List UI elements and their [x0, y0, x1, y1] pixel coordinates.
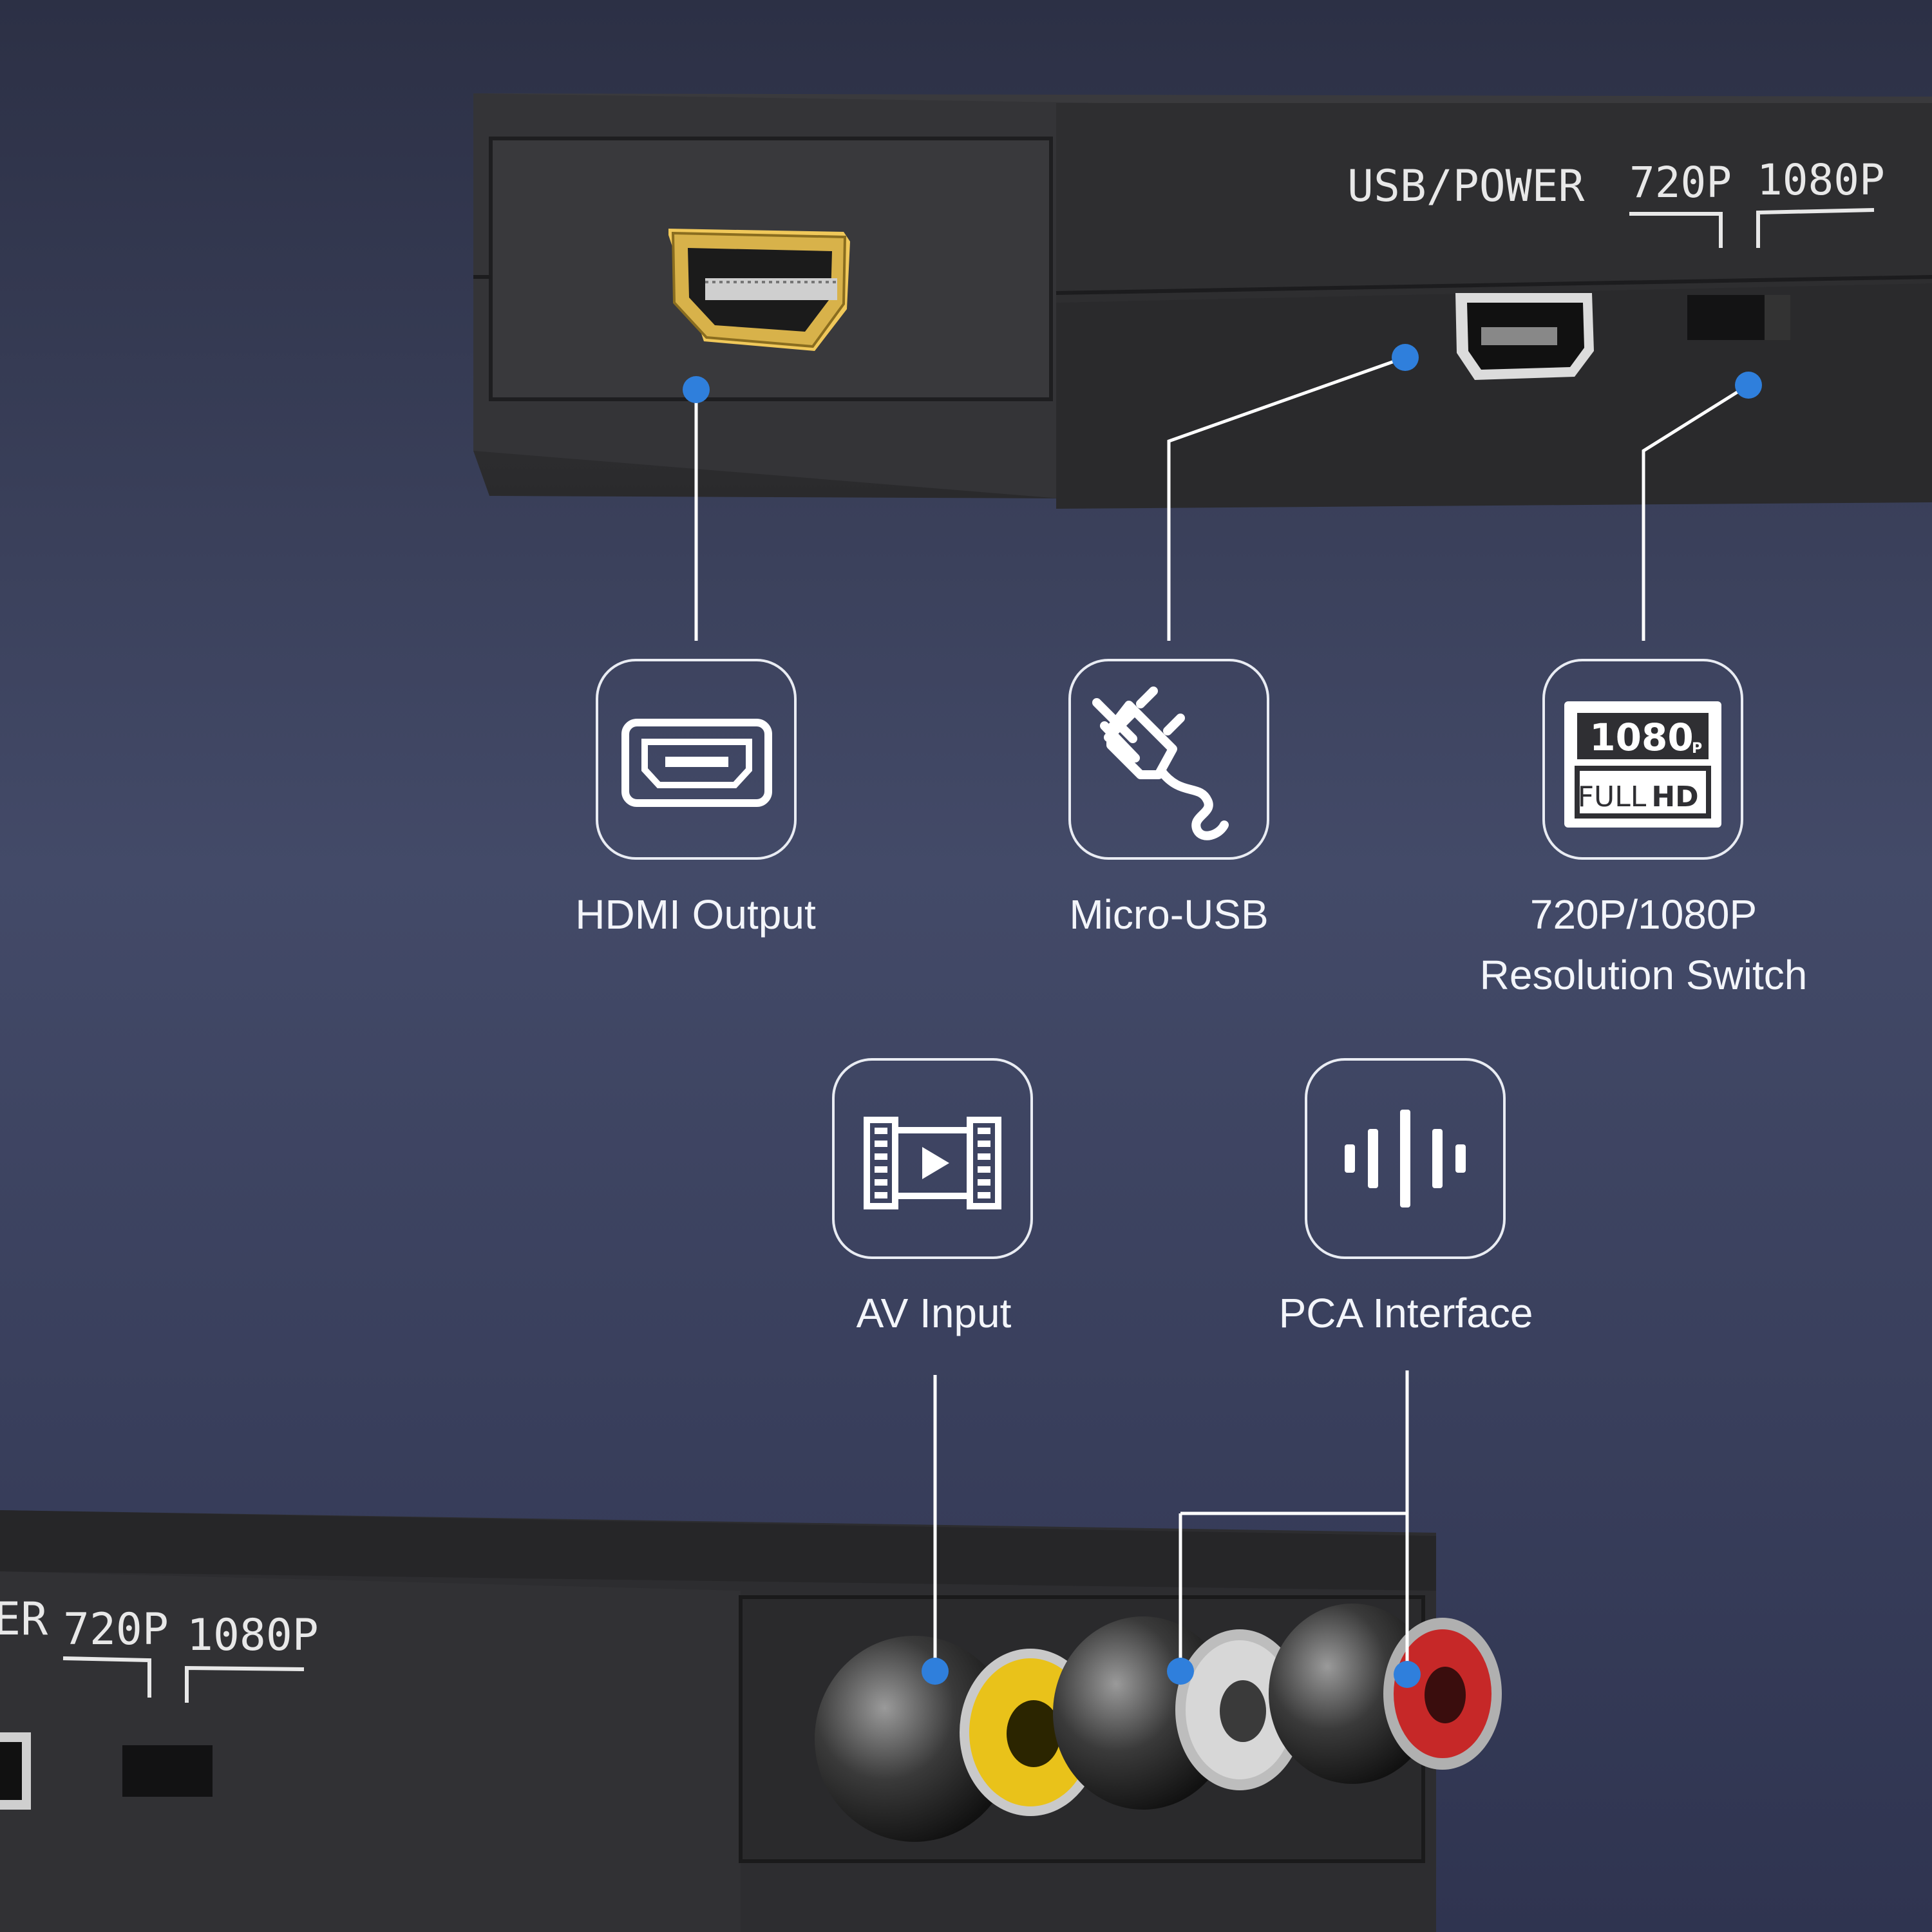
resolution-switch [1687, 295, 1790, 340]
silk-er: ER [0, 1593, 48, 1645]
bottom-converter-box: ER 720P 1080P [0, 1510, 1502, 1932]
feature-label: PCA Interface [1278, 1290, 1533, 1336]
rca-jack-red [1269, 1604, 1502, 1784]
rca-jack-white [1053, 1616, 1304, 1810]
mini-usb-port [1455, 293, 1594, 380]
callout-lines [694, 355, 1750, 1674]
silk-1080p: 1080P [1757, 155, 1885, 205]
feature-label: HDMI Output [575, 891, 816, 938]
feature-label: Micro-USB [1069, 891, 1269, 938]
icon-hd-text: HD [1651, 781, 1698, 813]
silk-1080p-bottom: 1080P [187, 1610, 319, 1661]
power-plug-icon [1068, 659, 1269, 860]
hdmi-port [668, 229, 850, 351]
feature-label-line-1: 720P/1080P [1530, 891, 1757, 938]
feature-label: AV Input [856, 1290, 1012, 1336]
callout-dots [683, 344, 1762, 1688]
silk-usb-power: USB/POWER [1347, 161, 1585, 212]
icon-1080-text: 1080 [1589, 715, 1693, 759]
top-converter-box: USB/POWER 720P 1080P [473, 93, 1932, 509]
icon-full-text: FULL [1578, 781, 1647, 813]
silk-720p: 720P [1629, 158, 1732, 207]
1080p-fullhd-icon: 1080 P FULL HD [1542, 659, 1743, 860]
hdmi-port-icon [596, 659, 797, 860]
icon-p-text: P [1692, 741, 1702, 757]
silk-720p-bottom: 720P [63, 1604, 169, 1655]
feature-label-line-2: Resolution Switch [1479, 952, 1808, 998]
video-film-icon [832, 1058, 1033, 1259]
sound-wave-icon [1305, 1058, 1506, 1259]
